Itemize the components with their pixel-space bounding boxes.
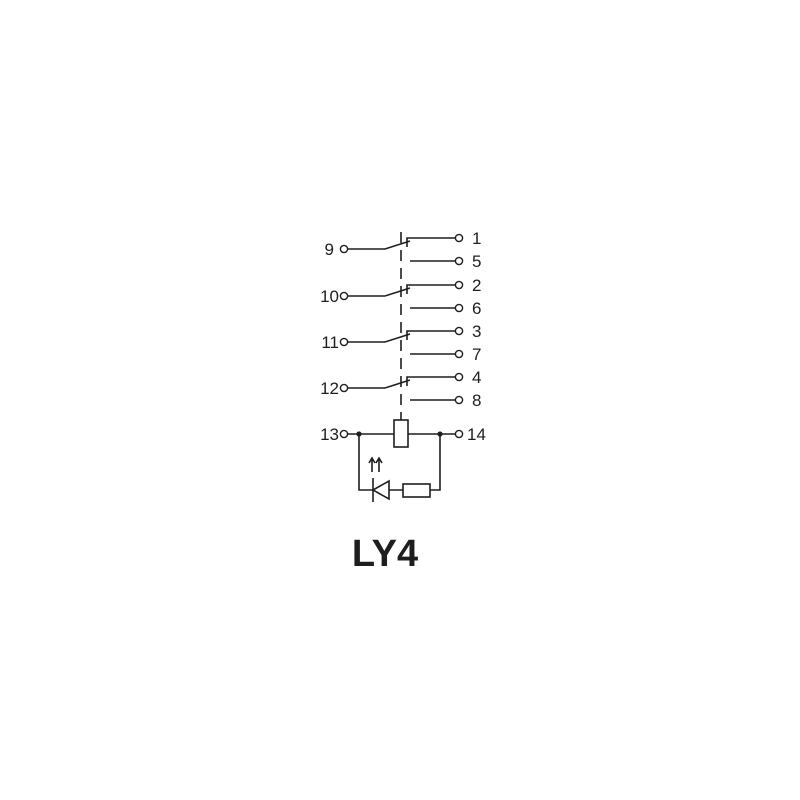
led-icon — [371, 478, 390, 502]
label-4: 4 — [472, 368, 481, 387]
light-emission-arrows-icon — [368, 456, 383, 472]
contact-group-3: 11 3 7 — [321, 322, 481, 364]
label-6: 6 — [472, 299, 481, 318]
indicator-branch — [358, 434, 441, 491]
label-1: 1 — [472, 229, 481, 248]
terminal-9 — [339, 244, 349, 254]
label-14: 14 — [467, 425, 486, 444]
terminal-12 — [339, 383, 349, 393]
label-10: 10 — [320, 287, 339, 306]
label-3: 3 — [472, 322, 481, 341]
label-12: 12 — [320, 379, 339, 398]
resistor-icon — [402, 483, 431, 498]
terminal-11 — [339, 337, 349, 347]
nc-contact-3 — [406, 330, 455, 340]
terminal-14 — [454, 429, 464, 439]
diagram-title: LY4 — [352, 533, 418, 575]
contact-arm-4 — [348, 379, 411, 389]
nc-contact-1 — [406, 237, 455, 247]
terminal-10 — [339, 291, 349, 301]
label-5: 5 — [472, 252, 481, 271]
terminal-3 — [454, 326, 464, 336]
contact-group-2: 10 2 6 — [320, 276, 481, 318]
terminal-7 — [454, 349, 464, 359]
contact-group-1: 9 1 5 — [325, 229, 482, 271]
label-7: 7 — [472, 345, 481, 364]
terminal-13 — [339, 429, 349, 439]
label-9: 9 — [325, 240, 334, 259]
terminal-1 — [454, 233, 464, 243]
label-11: 11 — [321, 333, 339, 352]
terminal-8 — [454, 395, 464, 405]
nc-contact-4 — [406, 376, 455, 386]
coil-symbol — [393, 419, 409, 448]
label-13: 13 — [320, 425, 339, 444]
contact-group-4: 12 4 8 — [320, 368, 481, 410]
contact-arm-1 — [348, 240, 411, 250]
contact-arm-2 — [348, 287, 411, 297]
coil-circuit: 13 14 — [320, 419, 486, 502]
nc-contact-2 — [406, 284, 455, 294]
terminal-6 — [454, 303, 464, 313]
label-8: 8 — [472, 391, 481, 410]
terminal-5 — [454, 256, 464, 266]
contact-arm-3 — [348, 333, 411, 343]
terminal-2 — [454, 280, 464, 290]
label-2: 2 — [472, 276, 481, 295]
terminal-4 — [454, 372, 464, 382]
